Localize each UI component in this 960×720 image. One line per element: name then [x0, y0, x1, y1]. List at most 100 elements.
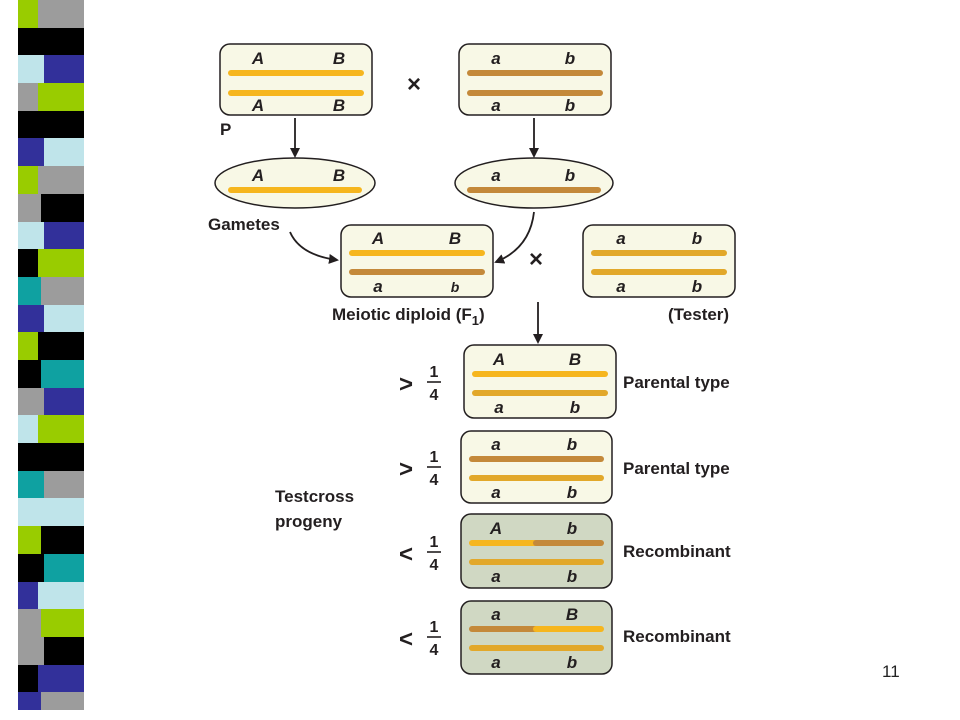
fraction-denominator: 4: [430, 642, 439, 659]
progeny-type-label: Recombinant: [623, 542, 731, 561]
stripe-block: [41, 443, 84, 471]
cross-symbol: ×: [407, 71, 421, 98]
stripe-block: [18, 166, 38, 194]
stripe-block: [18, 28, 41, 55]
page-number: 11: [882, 662, 900, 681]
stripe-block: [18, 526, 41, 554]
fraction-numerator: 1: [430, 449, 439, 466]
fraction-numerator: 1: [430, 619, 439, 636]
stripe-block: [41, 609, 84, 637]
stripe-block: [44, 637, 84, 665]
fraction-denominator: 4: [430, 387, 439, 404]
comparison-symbol: >: [399, 456, 413, 483]
fraction-numerator: 1: [430, 364, 439, 381]
allele-label: a: [491, 49, 500, 68]
stripe-block: [44, 138, 84, 166]
arrow: [494, 211, 535, 264]
stripe-block: [44, 471, 84, 498]
gamete-right: a b: [454, 157, 614, 209]
stripe-block: [18, 194, 41, 222]
stripe-block: [44, 388, 84, 415]
stripe-block: [38, 665, 84, 692]
allele-label: A: [251, 166, 264, 185]
allele-label: a: [616, 229, 625, 248]
progeny-row: > 1 4 a b a b Parental type: [399, 430, 730, 504]
f1-diploid-cell: A B a b: [340, 224, 494, 298]
progeny-cell: [460, 513, 613, 589]
tester-label: (Tester): [668, 305, 729, 324]
allele-label: a: [616, 277, 625, 296]
f1-label-text: Meiotic diploid (F: [332, 305, 472, 324]
allele-label: B: [449, 229, 461, 248]
stripe-block: [18, 332, 38, 360]
stripe-block: [38, 415, 84, 443]
stripe-block: [41, 526, 84, 554]
allele-label: A: [489, 519, 502, 538]
stripe-block: [44, 554, 84, 582]
comparison-symbol: <: [399, 626, 413, 653]
parental-generation-label: P: [220, 120, 231, 139]
stripe-block: [38, 249, 84, 277]
fraction-numerator: 1: [430, 534, 439, 551]
allele-label: b: [692, 277, 702, 296]
allele-label: a: [491, 567, 500, 586]
stripe-block: [18, 415, 38, 443]
testcross-progeny-label: progeny: [275, 512, 343, 531]
allele-label: B: [333, 49, 345, 68]
stripe-block: [41, 28, 84, 55]
progeny-cell: [460, 430, 613, 504]
allele-label: a: [491, 166, 500, 185]
allele-label: b: [567, 519, 577, 538]
stripe-block: [18, 305, 44, 332]
gametes-label: Gametes: [208, 215, 280, 234]
allele-label: B: [566, 605, 578, 624]
stripe-block: [18, 443, 41, 471]
allele-label: a: [491, 483, 500, 502]
stripe-block: [38, 582, 84, 609]
stripe-block: [41, 360, 84, 388]
allele-label: a: [491, 96, 500, 115]
progeny-row: < 1 4 A b a b Recombinant: [399, 513, 731, 589]
stripe-block: [18, 388, 44, 415]
f1-label-close: ): [479, 305, 485, 324]
allele-label: a: [494, 398, 503, 417]
stripe-block: [18, 83, 38, 111]
stripe-block: [18, 665, 38, 692]
stripe-block: [18, 360, 41, 388]
stripe-block: [41, 277, 84, 305]
gamete-left: A B: [214, 157, 376, 209]
stripe-block: [18, 55, 44, 83]
testcross-progeny-label: Testcross: [275, 487, 354, 506]
stripe-block: [38, 332, 84, 360]
stripe-block: [41, 194, 84, 222]
tester-cell: a b a b: [582, 224, 736, 298]
fraction-denominator: 4: [430, 472, 439, 489]
cross-symbol: ×: [529, 246, 543, 273]
stripe-block: [44, 222, 84, 249]
progeny-type-label: Parental type: [623, 373, 730, 392]
allele-label: b: [567, 567, 577, 586]
arrow: [289, 231, 339, 264]
stripe-block: [18, 554, 44, 582]
stripe-block: [18, 249, 38, 277]
stripe-block: [18, 222, 44, 249]
stripe-block: [44, 305, 84, 332]
parent-left-cell: A B A B: [219, 43, 373, 116]
allele-label: b: [565, 166, 575, 185]
stripe-block: [18, 138, 44, 166]
stripe-block: [18, 111, 41, 138]
progeny-type-label: Recombinant: [623, 627, 731, 646]
allele-label: b: [565, 49, 575, 68]
stripe-block: [18, 0, 38, 28]
allele-label: b: [567, 435, 577, 454]
allele-label: a: [491, 653, 500, 672]
allele-label: B: [333, 166, 345, 185]
allele-label: A: [251, 49, 264, 68]
stripe-block: [38, 166, 84, 194]
allele-label: B: [569, 350, 581, 369]
stripe-block: [18, 277, 41, 305]
progeny-row: > 1 4 A B a b Parental type: [399, 344, 730, 419]
allele-label: a: [491, 605, 500, 624]
stripe-block: [18, 609, 41, 637]
allele-label: b: [692, 229, 702, 248]
